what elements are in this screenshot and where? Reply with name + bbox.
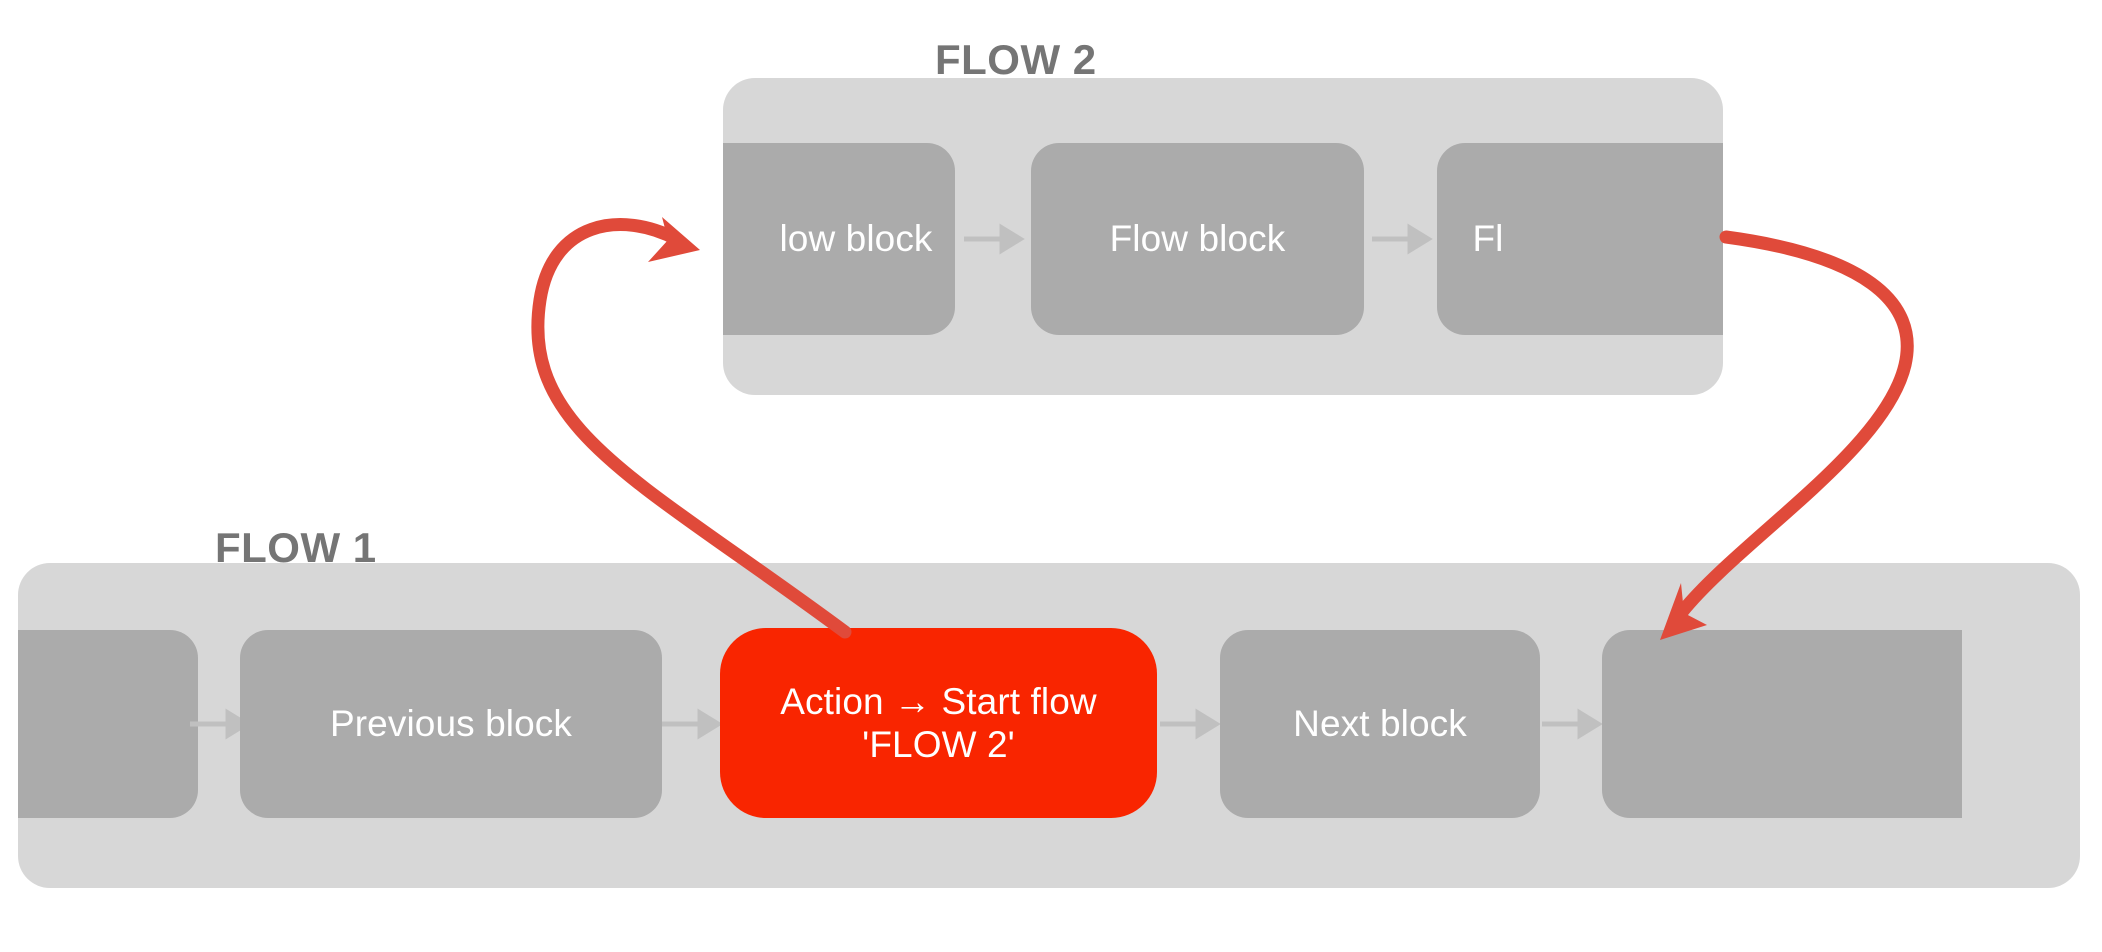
flow1-block-previous-label: Previous block — [329, 703, 572, 744]
flow1-block-1[interactable] — [18, 630, 198, 818]
flow2-block-2[interactable]: Flow block — [1031, 143, 1364, 335]
flow1-block-previous[interactable]: Previous block — [240, 630, 662, 818]
flow1-block-strip: Previous block Action → Start flow 'FLOW… — [18, 628, 1962, 818]
flow2-block-2-label: Flow block — [1109, 218, 1286, 259]
flow2-block-3[interactable]: Fl — [1437, 143, 1723, 335]
flow1-block-5[interactable] — [1602, 630, 1962, 818]
flow1-block-action-start-flow[interactable]: Action → Start flow 'FLOW 2' — [720, 628, 1157, 818]
flow1-block-next-label: Next block — [1293, 703, 1467, 744]
flow2-connector-2 — [1364, 143, 1437, 335]
flow-container-flow1[interactable]: Previous block Action → Start flow 'FLOW… — [18, 563, 2080, 888]
flow1-connector-4 — [1540, 630, 1603, 818]
flow2-block-1-label: low block — [779, 218, 933, 259]
flow2-block-strip: low block Flow block Fl — [723, 143, 1723, 335]
flow1-block-action-label: Action → Start flow 'FLOW 2' — [780, 680, 1097, 765]
flow-container-flow2[interactable]: low block Flow block Fl — [723, 78, 1723, 395]
flow1-block-next[interactable]: Next block — [1220, 630, 1540, 818]
flow1-connector-1 — [190, 630, 251, 818]
flow2-block-1[interactable]: low block — [723, 143, 955, 335]
flow1-title: FLOW 1 — [215, 524, 377, 571]
flow2-title: FLOW 2 — [935, 36, 1097, 83]
flow1-connector-3 — [1157, 630, 1221, 818]
flow2-block-3-label: Fl — [1472, 218, 1504, 259]
flow1-connector-2 — [662, 630, 723, 818]
flow2-connector-1 — [955, 143, 1031, 335]
